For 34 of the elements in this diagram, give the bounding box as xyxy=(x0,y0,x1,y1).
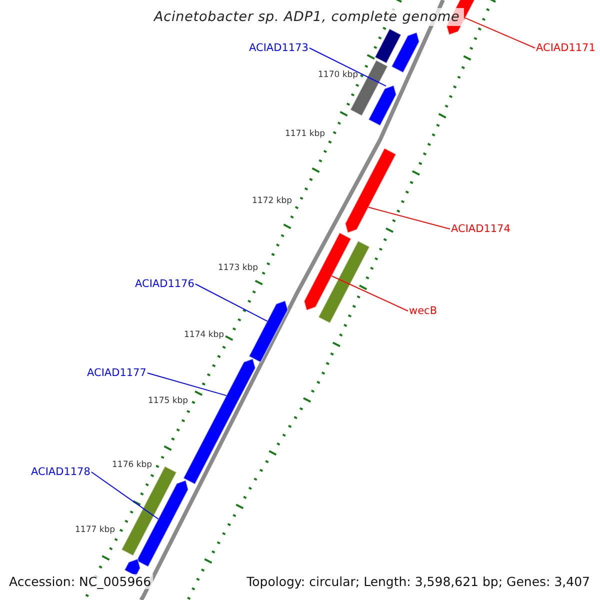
gene-feature xyxy=(136,480,189,568)
gene-label: ACIAD1178 xyxy=(31,466,90,478)
gene-label: ACIAD1173 xyxy=(249,42,308,54)
gene-label: wecB xyxy=(409,305,438,317)
leader-line xyxy=(90,472,159,520)
scale-label: 1175 kbp xyxy=(148,396,188,406)
scale-label: 1170 kbp xyxy=(318,70,358,80)
gene-feature xyxy=(390,32,420,74)
topology-text: Topology: circular; Length: 3,598,621 bp; Genes: 3,407 xyxy=(244,574,592,589)
accession-text: Accession: NC_005966 xyxy=(7,574,154,589)
gene-feature xyxy=(124,558,141,577)
gene-feature xyxy=(248,300,288,363)
gene-label: ACIAD1177 xyxy=(87,367,146,379)
leader-line xyxy=(146,372,227,396)
feature-bar xyxy=(318,240,370,324)
leader-line xyxy=(194,284,268,322)
scale-label: 1173 kbp xyxy=(218,263,258,273)
gene-label: ACIAD1174 xyxy=(451,223,510,235)
leader-line xyxy=(331,276,408,312)
scale-label: 1172 kbp xyxy=(252,196,292,206)
gene-feature xyxy=(344,148,397,234)
scale-label: 1174 kbp xyxy=(184,330,224,340)
gene-feature xyxy=(304,232,352,311)
gene-label: ACIAD1176 xyxy=(135,278,194,290)
scale-label: 1177 kbp xyxy=(75,525,116,535)
leader-line xyxy=(308,48,386,87)
leader-line xyxy=(464,17,536,48)
gene-feature xyxy=(368,84,397,126)
feature-bar xyxy=(374,28,402,64)
map-title: Acinetobacter sp. ADP1, complete genome xyxy=(150,8,464,26)
scale-label: 1176 kbp xyxy=(112,460,152,470)
scale-label: 1171 kbp xyxy=(285,129,326,139)
leader-line xyxy=(368,206,450,230)
gene-label: ACIAD1171 xyxy=(536,42,596,54)
